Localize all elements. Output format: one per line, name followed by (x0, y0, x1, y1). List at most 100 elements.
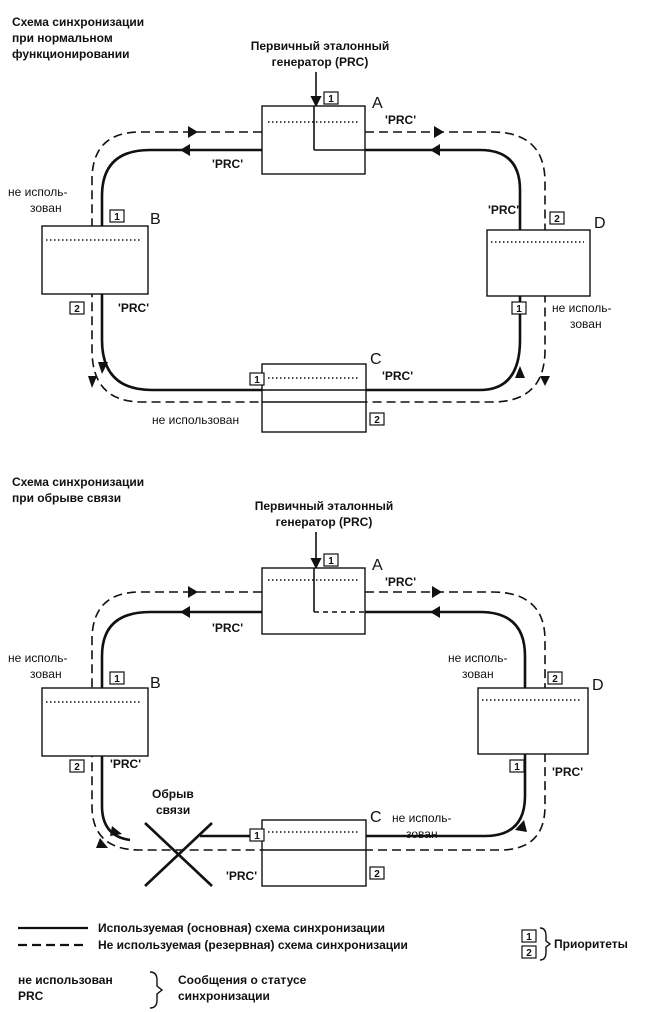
d2-d-priority-2 (547, 671, 563, 685)
d1-title-line1: Схема синхронизации (12, 15, 144, 29)
d1-prc-label-line1: Первичный эталонный (251, 39, 390, 53)
d1-title-line3: функционировании (12, 47, 130, 61)
d2-node-c (261, 819, 367, 887)
d1-node-c (261, 363, 367, 433)
d2-msg-not-used-c-1: не исполь- (392, 811, 452, 825)
legend-status-text-2: синхронизации (178, 989, 270, 1003)
d1-node-b-label: B (150, 211, 161, 228)
d1-c-priority-2 (369, 412, 385, 426)
d1-node-d-label: D (594, 215, 606, 232)
svg-text:1: 1 (514, 762, 520, 773)
d1-node-a-label: A (372, 95, 383, 112)
d2-break-label-1: Обрыв (152, 787, 194, 801)
legend-status-text-1: Сообщения о статусе (178, 973, 307, 987)
d2-node-b (41, 687, 149, 757)
svg-text:1: 1 (516, 304, 522, 315)
diagram-break: Схема синхронизации при обрыве связи Пер… (8, 475, 604, 887)
d2-msg-prc-a-left: 'PRC' (212, 621, 243, 635)
d2-msg-prc-d: 'PRC' (552, 765, 583, 779)
d1-d-priority-1 (511, 301, 527, 315)
d2-arrow-dashed-top-right (432, 586, 442, 598)
svg-text:1: 1 (114, 212, 120, 223)
d1-arrow-solid-left-down (98, 362, 108, 374)
svg-text:2: 2 (74, 762, 80, 773)
legend-status-prc: PRC (18, 989, 44, 1003)
svg-text:1: 1 (114, 674, 120, 685)
d1-arrow-dashed-right-down (540, 376, 550, 386)
legend: Используемая (основная) схема синхрониза… (18, 921, 628, 1009)
d2-msg-not-used-c-2: зован (406, 827, 438, 841)
svg-text:1: 1 (526, 932, 532, 943)
d2-node-b-label: B (150, 675, 161, 692)
d1-solid-right (365, 148, 522, 392)
d1-msg-not-used-b-2: зован (30, 201, 62, 215)
d1-msg-prc-a-left: 'PRC' (212, 157, 243, 171)
d2-node-c-label: C (370, 809, 382, 826)
legend-solid-text: Используемая (основная) схема синхрониза… (98, 921, 385, 935)
d1-c-priority-1 (249, 372, 265, 386)
legend-dashed-text: Не используемая (резервная) схема синхро… (98, 938, 408, 952)
svg-text:1: 1 (328, 556, 334, 567)
d1-msg-not-used-b-1: не исполь- (8, 185, 68, 199)
d2-msg-prc-a-right: 'PRC' (385, 575, 416, 589)
d2-arrow-solid-top-left (180, 606, 190, 618)
d2-msg-prc-c: 'PRC' (226, 869, 257, 883)
d1-d-priority-2 (549, 211, 565, 225)
svg-text:1: 1 (328, 94, 334, 105)
d1-arrow-dashed-top-right (434, 126, 444, 138)
diagram-normal: Схема синхронизации при нормальном функц… (8, 15, 612, 433)
d2-break-cross-2 (144, 822, 213, 887)
d2-c-priority-2 (369, 866, 385, 880)
d2-msg-not-used-d-1: не исполь- (448, 651, 508, 665)
svg-text:1: 1 (254, 831, 260, 842)
d1-msg-prc-a-right: 'PRC' (385, 113, 416, 127)
d2-b-priority-1 (109, 671, 125, 685)
d2-node-a-label: A (372, 557, 383, 574)
d2-b-priority-2 (69, 759, 85, 773)
d1-msg-not-used-d-1: не исполь- (552, 301, 612, 315)
d1-arrow-solid-top-right (430, 144, 440, 156)
d2-dashed-right (365, 591, 546, 851)
legend-priority-brace (539, 927, 552, 961)
d2-c-priority-1 (249, 828, 265, 842)
d2-arrow-solid-right-up (515, 820, 527, 832)
d1-arrow-solid-top-left (180, 144, 190, 156)
legend-priorities-label: Приоритеты (554, 937, 628, 951)
d2-d-priority-1 (509, 759, 525, 773)
d2-arrow-solid-left-down (110, 826, 122, 836)
legend-status-not-used: не использован (18, 973, 113, 987)
svg-text:2: 2 (74, 304, 80, 315)
svg-text:1: 1 (254, 375, 260, 386)
d2-title-line2: при обрыве связи (12, 491, 121, 505)
d2-node-d-label: D (592, 677, 604, 694)
d2-msg-not-used-d-2: зован (462, 667, 494, 681)
d2-node-d (477, 687, 589, 755)
legend-priority-1 (521, 929, 537, 943)
d2-arrow-dashed-left-down (96, 838, 108, 848)
d1-msg-not-used-c: не использован (152, 413, 239, 427)
d1-msg-prc-c: 'PRC' (382, 369, 413, 383)
d2-msg-not-used-b-2: зован (30, 667, 62, 681)
d1-arrow-dashed-left-down (88, 376, 97, 388)
d1-a-priority-1 (323, 91, 339, 105)
svg-text:2: 2 (552, 674, 558, 685)
d1-b-priority-2 (69, 301, 85, 315)
d2-prc-label-line1: Первичный эталонный (255, 499, 394, 513)
d1-arrow-dashed-top-left (188, 126, 198, 138)
svg-text:2: 2 (374, 869, 380, 880)
legend-priority-2 (521, 945, 537, 959)
svg-text:2: 2 (374, 415, 380, 426)
d2-break-label-2: связи (156, 803, 190, 817)
d1-msg-prc-b: 'PRC' (118, 301, 149, 315)
d1-node-c-label: C (370, 351, 382, 368)
d1-msg-prc-d: 'PRC' (488, 203, 519, 217)
legend-status-brace (149, 971, 164, 1009)
d2-msg-prc-b: 'PRC' (110, 757, 141, 771)
svg-text:2: 2 (526, 948, 532, 959)
d1-title-line2: при нормальном (12, 31, 113, 45)
d1-node-d (486, 229, 591, 297)
svg-text:2: 2 (554, 214, 560, 225)
d1-arrow-solid-right-up (515, 366, 525, 378)
d1-b-priority-1 (109, 209, 125, 223)
